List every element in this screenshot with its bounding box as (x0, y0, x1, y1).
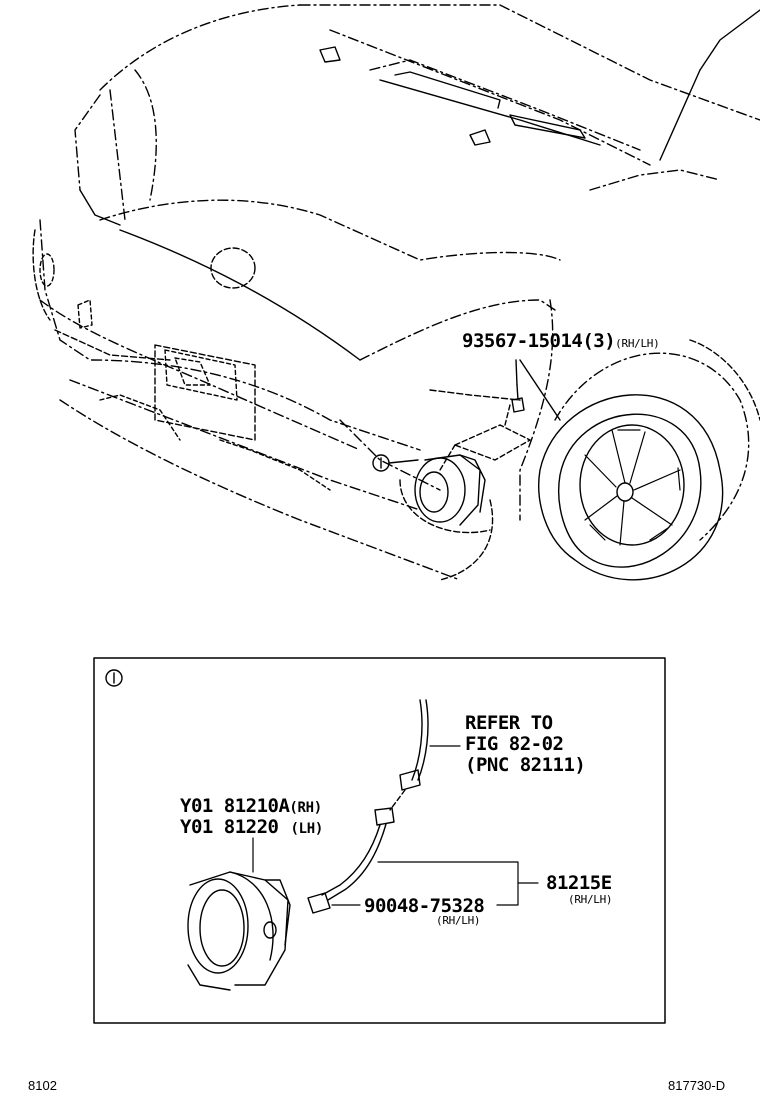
lamp-lh-part-number: Y01 81220 (LH) (180, 818, 323, 837)
callout-marker-vehicle (372, 454, 419, 472)
bolt-side: (RH/LH) (615, 337, 660, 350)
refer-note-line2: FIG 82-02 (465, 733, 564, 755)
vehicle-outline (32, 4, 760, 581)
bolt-part-number-text: 93567-15014 (462, 330, 583, 352)
lamp-lh-side: (LH) (290, 821, 323, 837)
bolt-icon (511, 359, 525, 413)
bulb-part-number: 90048-75328 (364, 895, 485, 917)
fog-lamp-on-vehicle (414, 454, 486, 526)
footer-left-code: 8102 (28, 1078, 57, 1093)
bulb-side: (RH/LH) (436, 914, 481, 927)
wheel (538, 339, 760, 581)
fog-lamp-detail (187, 871, 291, 991)
lamp-rh-pn-text: Y01 81210A (180, 795, 290, 817)
lamp-rh-side: (RH) (289, 800, 322, 816)
footer-right-code: 817730-D (668, 1078, 726, 1093)
callout-marker-detail (105, 669, 123, 687)
wire-harness (307, 699, 429, 914)
detail-box (93, 657, 666, 1024)
lamp-lh-pn-text: Y01 81220 (180, 816, 279, 838)
refer-note-line1: REFER TO (465, 712, 553, 734)
refer-note-line3: (PNC 82111) (465, 754, 586, 776)
leader-lines (252, 745, 539, 906)
lamp-rh-part-number: Y01 81210A(RH) (180, 797, 322, 816)
wire-part-number: 81215E (546, 872, 612, 894)
bolt-quantity: (3) (582, 330, 616, 352)
bolt-part-number: 93567-15014(3)(RH/LH) (462, 330, 660, 352)
wire-side: (RH/LH) (568, 893, 613, 906)
